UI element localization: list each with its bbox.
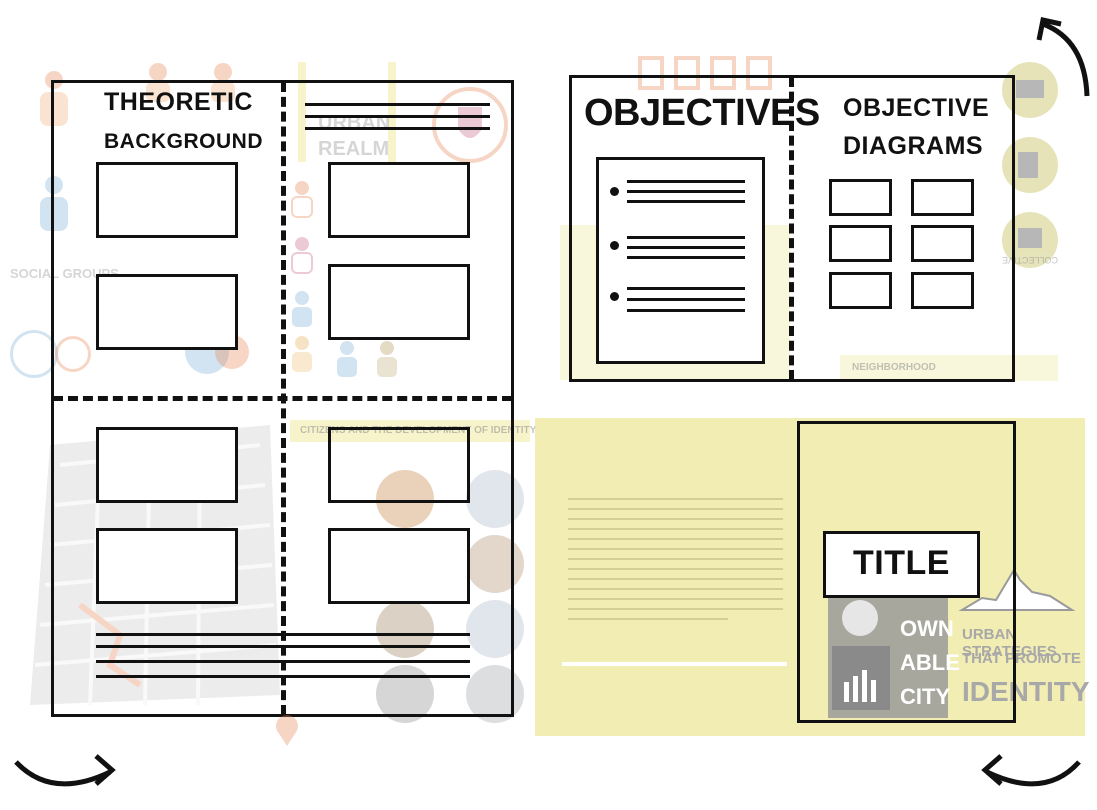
yellow-bar — [298, 62, 306, 162]
realm-label: REALM — [318, 138, 390, 160]
lower-right-box-2 — [328, 528, 470, 604]
orange-circle — [55, 336, 91, 372]
person-icon — [337, 341, 357, 377]
objective-diagrams-heading-1: OBJECTIVE — [843, 94, 990, 122]
left-page-horizontal-divider — [53, 396, 512, 401]
identity-heading: CITIZENS AND THE DEVELOPMENT OF IDENTITY — [300, 425, 537, 436]
realm-box-1 — [328, 162, 470, 238]
footer-line — [96, 633, 470, 636]
objective-diagrams-heading-2: DIAGRAMS — [843, 132, 984, 160]
diagram-box — [911, 179, 974, 216]
location-pin-icon — [276, 715, 298, 746]
rotate-arrow-bottom-left-icon — [14, 754, 116, 787]
neighborhood-label: NEIGHBORHOOD — [852, 362, 936, 373]
tower-graphic — [638, 56, 772, 90]
photo-circle — [376, 470, 434, 528]
social-groups-label: SOCIAL GROUPS — [10, 266, 119, 281]
person-icon — [291, 237, 313, 274]
cover-frame — [797, 421, 1016, 723]
objectives-list-box — [596, 157, 765, 364]
objectives-vertical-divider — [789, 77, 794, 380]
cover-divider — [562, 662, 787, 666]
heading-line — [305, 103, 490, 106]
diagram-box — [829, 272, 892, 309]
bullet-line — [627, 180, 745, 183]
person-icon — [292, 336, 312, 372]
city-label: CITY — [900, 684, 951, 709]
left-page-frame — [51, 80, 514, 717]
diagram-box — [829, 179, 892, 216]
photo-circle — [376, 600, 434, 658]
theoretic-box-1 — [96, 162, 238, 238]
bullet-line — [627, 200, 745, 203]
lower-left-box-1 — [96, 427, 238, 503]
photo-circle — [466, 665, 524, 723]
bullet-line — [627, 256, 745, 259]
lower-left-box-2 — [96, 528, 238, 604]
person-icon — [146, 63, 170, 102]
bullet-line — [627, 309, 745, 312]
yellow-bar — [388, 62, 396, 162]
bullet-icon — [610, 187, 619, 196]
diagram-box — [911, 272, 974, 309]
bullet-line — [627, 236, 745, 239]
round-icon — [1002, 62, 1058, 268]
own-label: OWN — [900, 616, 954, 641]
title-label: TITLE — [853, 544, 950, 582]
theoretic-box-2 — [96, 274, 238, 350]
lower-right-box-1 — [328, 427, 470, 503]
realm-box-2 — [328, 264, 470, 340]
rotate-arrow-top-right-icon — [1036, 17, 1090, 97]
chart-icon — [832, 646, 890, 710]
neighborhood-bar — [840, 355, 1058, 381]
rotate-arrow-bottom-right-icon — [981, 754, 1081, 787]
photo-circle — [376, 665, 434, 723]
able-label: ABLE — [900, 650, 960, 675]
skyline-icon — [958, 568, 1076, 611]
footer-line — [96, 645, 470, 648]
bullet-line — [627, 298, 745, 301]
bullet-icon — [610, 241, 619, 250]
footer-line — [96, 660, 470, 663]
footer-line — [96, 675, 470, 678]
objectives-heading: OBJECTIVES — [584, 92, 820, 134]
identity-label: IDENTITY — [962, 676, 1090, 707]
background-heading: BACKGROUND — [104, 130, 263, 153]
photo-circle — [466, 535, 524, 593]
person-icon — [292, 291, 312, 327]
heading-line — [305, 127, 490, 130]
photo-circle — [466, 600, 524, 658]
bullet-line — [627, 246, 745, 249]
diagram-box — [829, 225, 892, 262]
identity-heading-bar — [290, 420, 530, 442]
person-icon — [40, 176, 68, 231]
person-icon — [291, 181, 313, 218]
paragraph-lines — [568, 498, 783, 620]
bullet-line — [627, 190, 745, 193]
bullet-icon — [610, 292, 619, 301]
shield-icon — [432, 87, 508, 163]
heading-line — [305, 115, 490, 118]
person-icon — [211, 63, 235, 102]
title-box — [823, 531, 980, 598]
strategies-line2: THAT PROMOTE — [962, 650, 1081, 667]
diagram-box — [911, 225, 974, 262]
bullet-line — [627, 287, 745, 290]
photo-circle — [466, 470, 524, 528]
strategies-line1: URBAN STRATEGIES — [962, 626, 1057, 660]
person-icon — [842, 600, 878, 636]
person-icon — [377, 341, 397, 377]
objectives-page-frame — [569, 75, 1015, 382]
cover-yellow — [535, 418, 1085, 736]
theoretic-heading: THEORETIC — [104, 88, 253, 116]
